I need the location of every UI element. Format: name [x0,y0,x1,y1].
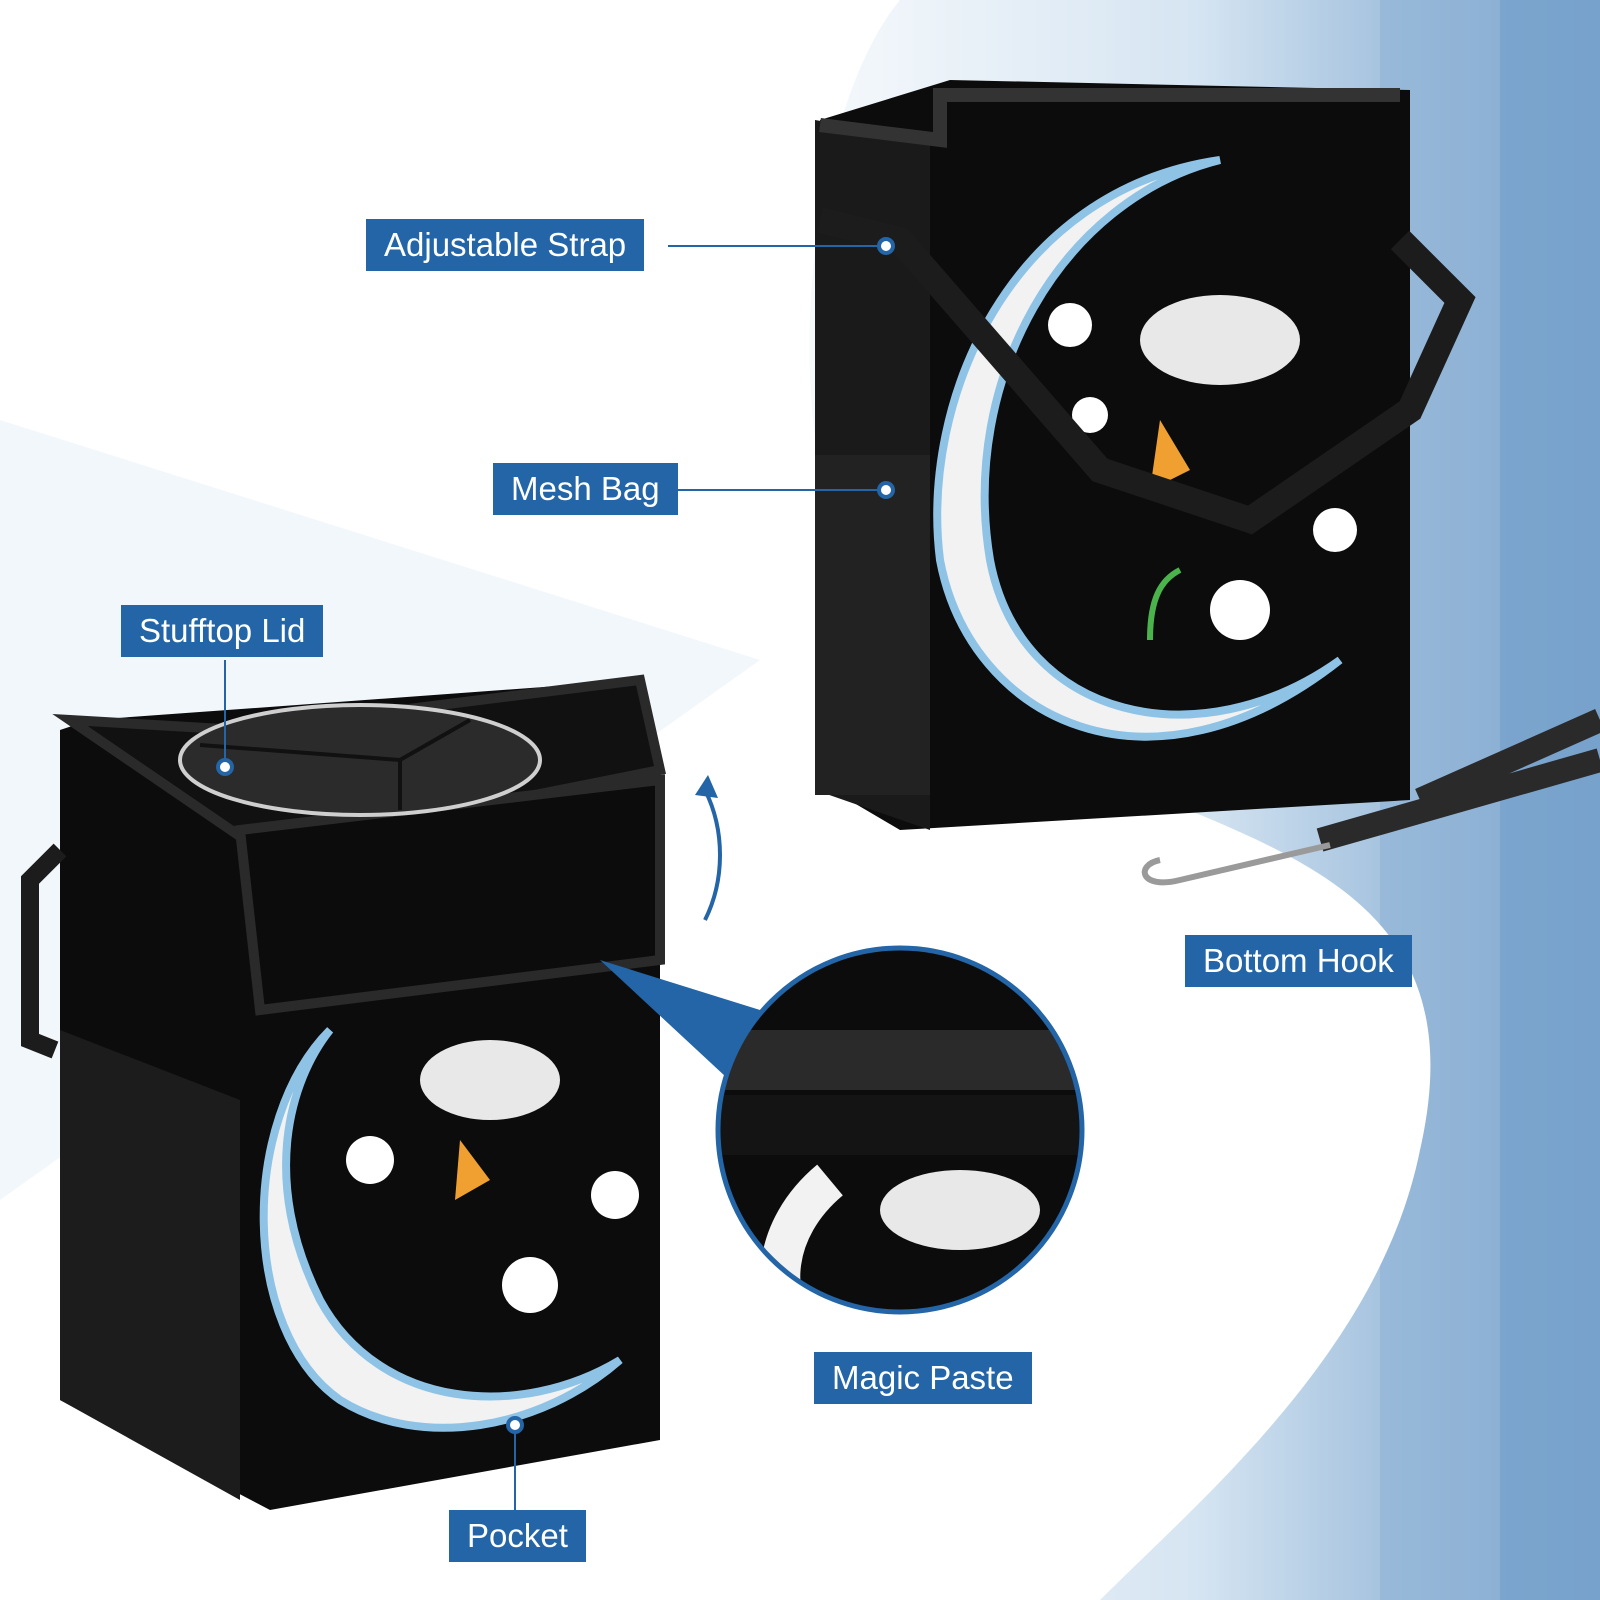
mesh-pocket-right [815,455,930,795]
moon-crescent [933,156,1343,741]
adjustable-strap [816,207,1476,535]
label-magic-paste: Magic Paste [814,1352,1032,1404]
leader-lines [216,237,895,1510]
label-adjustable-strap: Adjustable Strap [366,219,645,271]
magic-paste-magnifier [600,945,1085,1315]
moon-crescent-left [259,1027,623,1432]
stufftop-lid-opening [178,703,542,817]
bag-right [815,80,1600,886]
label-pocket: Pocket [449,1510,586,1562]
mesh-pocket-left [60,1030,240,1500]
lift-arrow [703,789,722,921]
label-bottom-hook: Bottom Hook [1185,935,1412,987]
bottom-hook [1141,842,1331,886]
bag-left [21,674,666,1510]
label-stufftop-lid: Stufftop Lid [121,605,324,657]
label-mesh-bag: Mesh Bag [493,463,678,515]
